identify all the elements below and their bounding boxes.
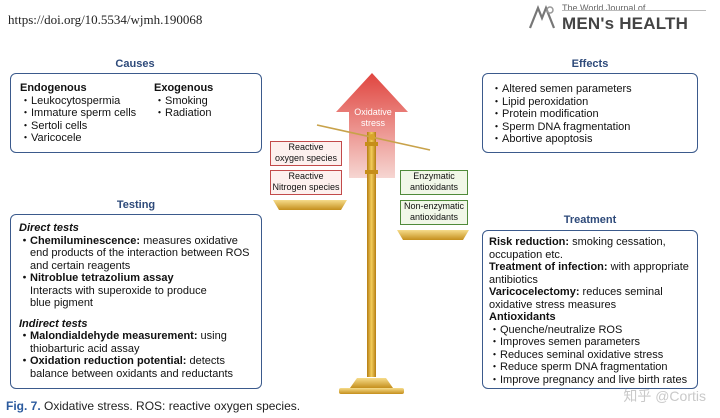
- journal-rule: [562, 10, 706, 11]
- testing-box: Direct tests ・Chemiluminescence: measure…: [10, 214, 262, 389]
- direct-tests-title: Direct tests: [19, 222, 79, 234]
- varicocelectomy-label: Varicocelectomy:: [489, 286, 580, 298]
- effects-title: Effects: [571, 58, 609, 70]
- causes-title: Causes: [115, 58, 155, 70]
- effects-item: ・Protein modification: [491, 108, 599, 120]
- doi-text[interactable]: https://doi.org/10.5534/wjmh.190068: [8, 12, 203, 27]
- chemiluminescence-label: ・Chemiluminescence:: [19, 234, 141, 247]
- infection-label: Treatment of infection:: [489, 261, 608, 273]
- effects-item: ・Sperm DNA fragmentation: [491, 120, 631, 133]
- orp-label: ・Oxidation reduction potential:: [19, 355, 187, 367]
- right-scale-pan: [397, 230, 469, 240]
- mda-text: using: [197, 330, 227, 342]
- chemiluminescence-text: measures oxidative: [140, 234, 238, 247]
- nbt-text: Interacts with superoxide to produce: [30, 284, 207, 297]
- varicocelectomy-text: oxidative stress measures: [489, 298, 617, 311]
- endogenous-item: ・Immature sperm cells: [20, 107, 137, 119]
- balance-scale-illustration: [273, 73, 469, 394]
- watermark: 知乎 @Cortis: [623, 388, 706, 404]
- figure-label: Fig. 7.: [6, 399, 41, 413]
- scale-base: [350, 378, 393, 388]
- left-scale-pan: [273, 200, 347, 210]
- figure-caption-text: Oxidative stress. ROS: reactive oxygen s…: [40, 399, 301, 413]
- exogenous-item: ・Radiation: [154, 107, 212, 119]
- mda-label: ・Malondialdehyde measurement:: [19, 330, 198, 342]
- journal-logo-icon: [528, 5, 556, 29]
- orp-text: detects: [186, 355, 225, 367]
- nbt-label: ・Nitroblue tetrazolium assay: [19, 272, 174, 284]
- testing-title: Testing: [116, 199, 156, 211]
- effects-item: ・Lipid peroxidation: [491, 95, 589, 108]
- scale-pole: [367, 132, 376, 377]
- antioxidants-title: Antioxidants: [489, 311, 556, 323]
- journal-logo: The World Journal of MEN's HEALTH: [528, 2, 706, 34]
- endogenous-item: ・Varicocele: [20, 132, 82, 144]
- chemiluminescence-text: end products of the interaction between …: [30, 247, 250, 259]
- effects-box: ・Altered semen parameters ・Lipid peroxid…: [482, 73, 698, 153]
- endogenous-item: ・Leukocytospermia: [20, 94, 121, 107]
- effects-item: ・Abortive apoptosis: [491, 133, 593, 145]
- antioxidants-item: ・Reduces seminal oxidative stress: [489, 348, 664, 361]
- journal-subtitle: The World Journal of: [562, 3, 646, 13]
- figure-caption: Fig. 7. Oxidative stress. ROS: reactive …: [6, 399, 300, 413]
- endogenous-title: Endogenous: [20, 82, 87, 94]
- risk-reduction-text: occupation etc.: [489, 248, 563, 261]
- treatment-box: Risk reduction: smoking cessation, occup…: [482, 230, 698, 389]
- exogenous-item: ・Smoking: [154, 94, 208, 107]
- oxidative-stress-arrow: [336, 73, 408, 178]
- indirect-tests-title: Indirect tests: [19, 317, 88, 330]
- oxidative-stress-label: Oxidative stress: [354, 107, 392, 128]
- risk-reduction-label: Risk reduction:: [489, 236, 570, 248]
- antioxidants-item: ・Improves semen parameters: [489, 336, 640, 348]
- antioxidants-item: ・Quenche/neutralize ROS: [489, 323, 623, 336]
- doi-link[interactable]: https://doi.org/10.5534/wjmh.190068: [8, 12, 202, 28]
- risk-reduction-text: smoking cessation,: [569, 236, 666, 248]
- effects-item: ・Altered semen parameters: [491, 83, 632, 95]
- infection-text: with appropriate: [607, 261, 689, 273]
- antioxidants-item: ・Improve pregnancy and live birth rates: [489, 373, 688, 386]
- varicocelectomy-text: reduces seminal: [579, 286, 663, 298]
- chemiluminescence-text: and certain reagents: [30, 259, 131, 272]
- nbt-text: blue pigment: [30, 297, 93, 309]
- journal-title: MEN's HEALTH: [562, 14, 689, 33]
- orp-text: balance between oxidants and reductants: [30, 367, 234, 380]
- exogenous-title: Exogenous: [154, 82, 214, 94]
- mda-text: thiobarturic acid assay: [30, 342, 140, 355]
- causes-box: Endogenous ・Leukocytospermia ・Immature s…: [10, 73, 262, 153]
- treatment-title: Treatment: [563, 214, 617, 226]
- endogenous-item: ・Sertoli cells: [20, 119, 88, 132]
- infection-text: antibiotics: [489, 273, 538, 286]
- antioxidants-item: ・Reduce sperm DNA fragmentation: [489, 361, 668, 373]
